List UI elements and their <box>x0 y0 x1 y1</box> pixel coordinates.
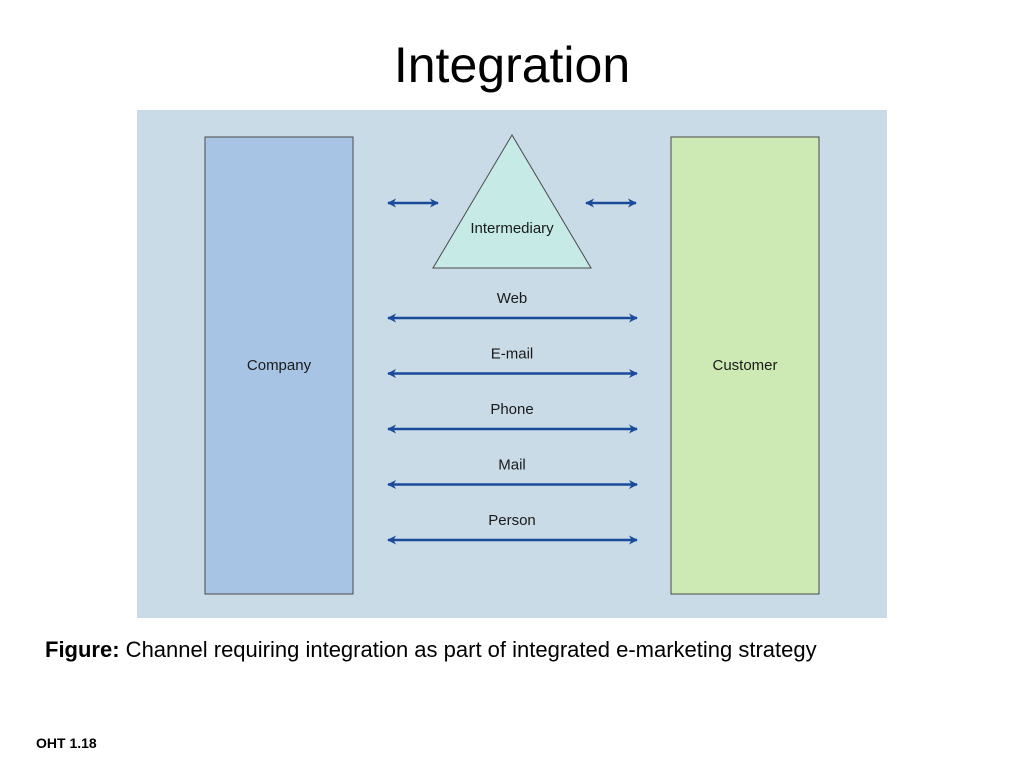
company-label: Company <box>247 357 312 374</box>
slide-title: Integration <box>393 37 631 93</box>
channel-label-web: Web <box>497 290 528 307</box>
company-box <box>204 136 354 595</box>
channel-label-e-mail: E-mail <box>491 346 534 363</box>
slide-number: OHT 1.18 <box>36 735 97 751</box>
intermediary-triangle <box>432 134 592 269</box>
intermediary-label: Intermediary <box>470 220 554 237</box>
channel-label-phone: Phone <box>490 401 533 418</box>
figure-caption: Figure: Channel requiring integration as… <box>45 636 1005 664</box>
caption-text: Channel requiring integration as part of… <box>119 637 817 662</box>
channel-label-mail: Mail <box>498 457 526 474</box>
customer-label: Customer <box>712 357 777 374</box>
customer-box <box>670 136 820 595</box>
channel-label-person: Person <box>488 512 536 529</box>
caption-label: Figure: <box>45 637 120 662</box>
